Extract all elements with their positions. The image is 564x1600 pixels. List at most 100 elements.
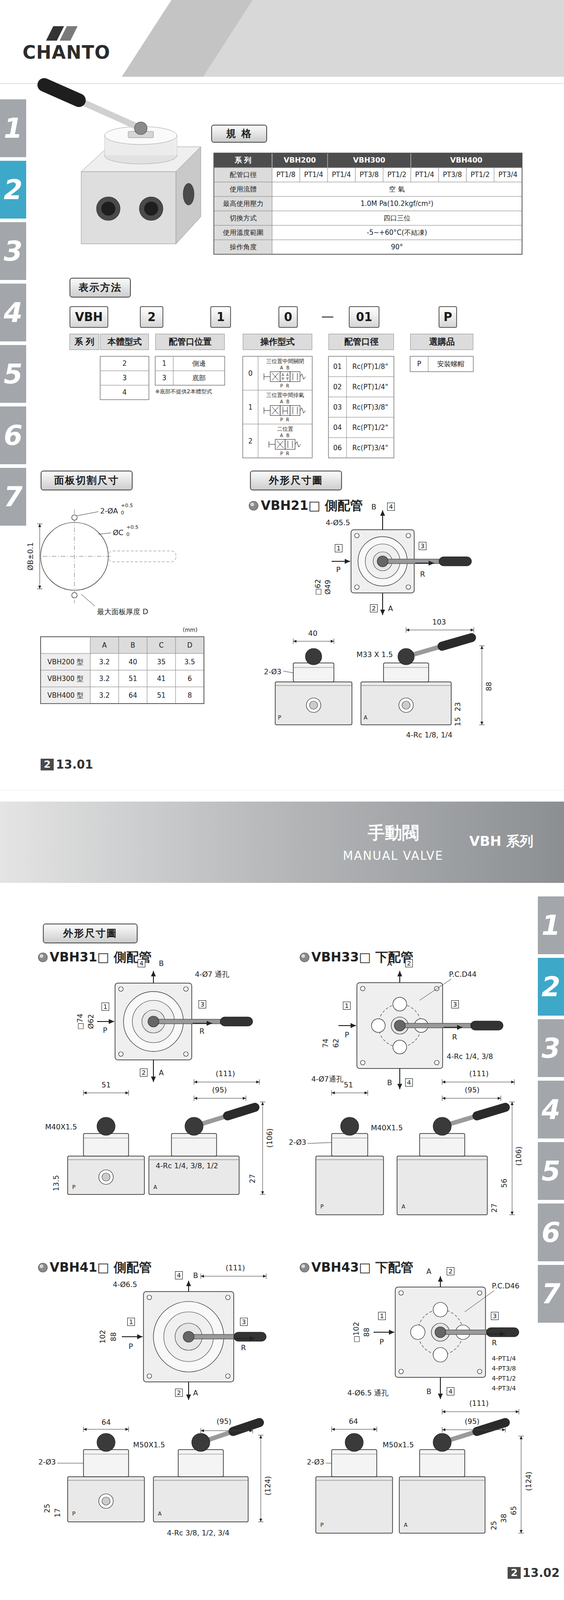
table-cell: 最高使用壓力 bbox=[213, 196, 273, 211]
mount-hole bbox=[354, 532, 360, 538]
port-spec: 4-PT3/4 bbox=[491, 1383, 516, 1392]
dimension-label: 2-Ø3 bbox=[38, 1456, 56, 1466]
table-rule bbox=[327, 152, 329, 168]
title-bullet bbox=[301, 953, 306, 957]
arrow-head bbox=[186, 1393, 192, 1399]
table-rule bbox=[100, 384, 149, 386]
box-text: 本體型式 bbox=[107, 335, 142, 348]
table-cell: PT3/8 bbox=[355, 167, 384, 182]
arrow-head bbox=[330, 639, 334, 643]
mount-hole bbox=[118, 985, 124, 991]
dimension-tick bbox=[518, 1531, 524, 1533]
table-rule bbox=[90, 636, 91, 703]
table-cell: Rc(PT)1/4" bbox=[346, 376, 394, 397]
tab-number: 1 bbox=[0, 99, 27, 158]
valve-symbol-box bbox=[270, 371, 281, 382]
lever-grip bbox=[476, 1421, 506, 1431]
section-tab bbox=[0, 160, 27, 219]
table-cell: 操作角度 bbox=[213, 239, 273, 255]
port-thread bbox=[402, 700, 411, 709]
valve-cap bbox=[419, 1448, 465, 1476]
view-title: VBH31□ 側配管 bbox=[49, 948, 152, 965]
section-heading: 表示方法 bbox=[69, 277, 131, 298]
table-rule bbox=[328, 376, 394, 377]
code-category: 系 列 bbox=[69, 333, 100, 350]
section-tab bbox=[537, 1079, 564, 1138]
table-cell: 90° bbox=[272, 239, 523, 255]
code-box: 1 bbox=[210, 305, 232, 328]
table-frame bbox=[242, 355, 313, 458]
arrow-head bbox=[83, 1090, 87, 1094]
page-number: 2 bbox=[507, 1565, 521, 1578]
port-thread bbox=[101, 1172, 111, 1181]
dimension-label: 4-Ø6.5 bbox=[112, 1279, 138, 1288]
port-hole bbox=[392, 996, 407, 1010]
tolerance: 0 bbox=[120, 509, 125, 516]
section-tab bbox=[0, 406, 27, 464]
title-bullet bbox=[301, 1263, 306, 1267]
symbol-spring bbox=[295, 441, 297, 444]
arrow-head bbox=[511, 1079, 515, 1083]
dimension-label: (95) bbox=[212, 1084, 227, 1094]
drawing-line bbox=[282, 410, 288, 412]
dimension-label: 103 bbox=[432, 617, 447, 626]
code-category: 配管口位置 bbox=[155, 333, 225, 350]
note-text: P bbox=[72, 1509, 76, 1516]
note-text: A bbox=[153, 1183, 158, 1190]
symbol-spring bbox=[301, 373, 304, 380]
dimension-tick bbox=[509, 1213, 515, 1215]
dimension-label: 4-Rc 3/8, 1/2, 3/4 bbox=[166, 1527, 230, 1536]
mount-hole bbox=[360, 1059, 366, 1064]
valve-symbol-box bbox=[275, 439, 286, 449]
table-cell: PT1/2 bbox=[383, 167, 412, 182]
dimension-label: (106) bbox=[265, 1127, 274, 1147]
dimension-label: 25 bbox=[489, 1519, 499, 1529]
section-tab bbox=[537, 895, 564, 954]
dimension-label: R bbox=[452, 1031, 458, 1041]
arrow-head bbox=[206, 1020, 213, 1026]
code-box: 2 bbox=[139, 305, 164, 328]
lever-grip bbox=[233, 1331, 267, 1341]
symbol-path bbox=[292, 406, 294, 414]
photo-knob bbox=[134, 121, 148, 135]
dimension-tick bbox=[83, 1425, 84, 1431]
dimension-label: (111) bbox=[215, 1068, 236, 1078]
valve-body bbox=[275, 681, 352, 725]
table-cell: 側邊 bbox=[173, 355, 225, 371]
dimension-label: (111) bbox=[469, 1397, 489, 1407]
dimension-label: B bbox=[387, 1077, 393, 1087]
lever-knob bbox=[433, 1432, 452, 1451]
box-text: 0 bbox=[283, 309, 292, 324]
lever-knob bbox=[397, 647, 415, 665]
table-rule bbox=[40, 652, 204, 654]
cutout-hole bbox=[71, 514, 78, 520]
dimension-tick bbox=[259, 1193, 266, 1194]
symbol-path bbox=[287, 440, 289, 448]
note-text: A bbox=[403, 1520, 408, 1527]
dimension-label: 27 bbox=[490, 1202, 499, 1212]
arrow-head bbox=[519, 1528, 523, 1532]
box-text: 1 bbox=[216, 309, 225, 324]
dimension-label: A bbox=[387, 958, 393, 967]
spec-table-frame bbox=[213, 152, 523, 255]
lever-arm bbox=[399, 1022, 477, 1027]
arrow-head bbox=[442, 1079, 446, 1083]
table-rule bbox=[173, 355, 174, 385]
valve-body bbox=[67, 1475, 145, 1521]
dimension-label: ØC bbox=[112, 527, 124, 537]
dimension-line bbox=[262, 1100, 264, 1194]
mount-hole bbox=[183, 985, 189, 991]
lever-grip bbox=[486, 1326, 519, 1336]
dimension-tick bbox=[194, 1094, 195, 1101]
dimension-label: 56 bbox=[499, 1177, 509, 1187]
title-bullet bbox=[300, 952, 310, 962]
symbol-spring bbox=[300, 373, 302, 377]
symbol-path bbox=[292, 372, 294, 380]
dimension-label: 38 bbox=[499, 1512, 509, 1522]
valve-cap bbox=[178, 1448, 224, 1476]
box-text: 面板切割尺寸 bbox=[54, 473, 120, 487]
dimension-label: 2-ØA bbox=[100, 506, 119, 515]
table-cell: 51 bbox=[118, 669, 148, 687]
lever-grip bbox=[439, 556, 472, 566]
table-rule bbox=[346, 355, 347, 458]
